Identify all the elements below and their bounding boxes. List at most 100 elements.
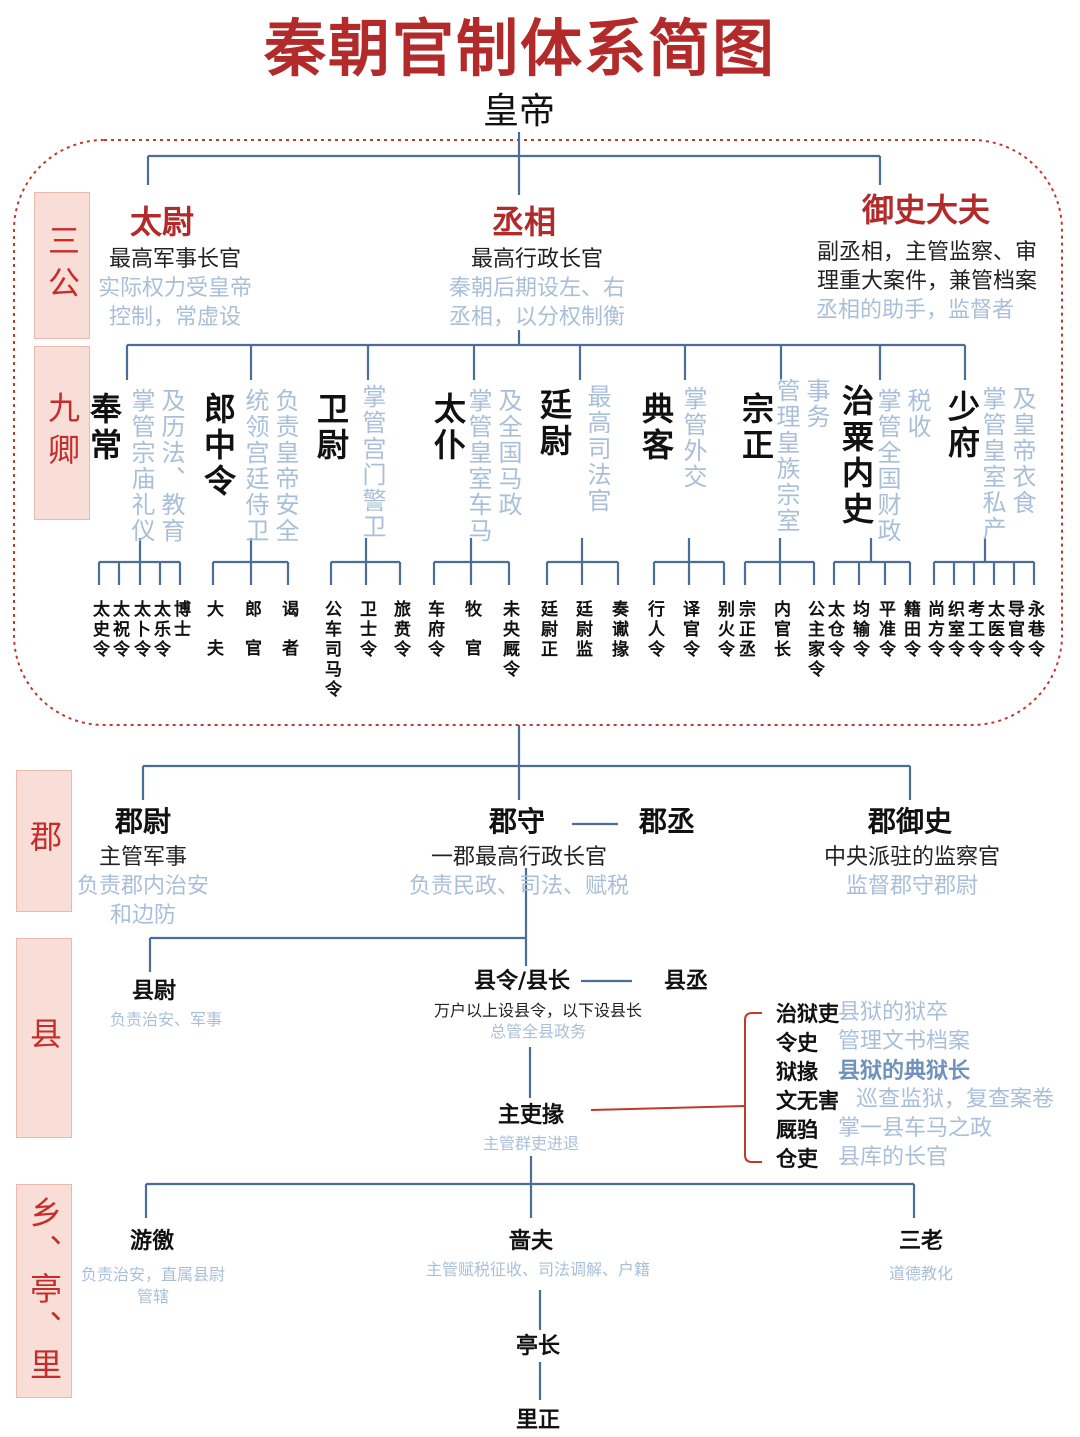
sefu-note: 主管赋税征收、司法调解、户籍 [425, 1260, 651, 1279]
qing-shaofu-note-2: 及皇帝衣食 [1008, 386, 1036, 516]
county-official-note: 掌一县车马之政 [838, 1116, 993, 1141]
central-government-border [13, 139, 1063, 726]
junwei-note-1: 负责郡内治安 [76, 874, 210, 899]
zhuliyuan-title: 主吏掾 [497, 1102, 565, 1128]
yushidafu-role-1: 副丞相，主管监察、审 [816, 240, 1038, 265]
sub-official: 郎官 [241, 600, 261, 678]
xianling-title: 县令/县长 [473, 968, 571, 994]
sub-official: 考工令 [964, 600, 984, 660]
junyushi-note: 监督郡守郡尉 [845, 874, 979, 899]
tier-label-jun: 郡 [16, 770, 72, 912]
zhuliyuan-note: 主管群吏进退 [482, 1134, 580, 1153]
chengxiang-note-2: 丞相，以分权制衡 [448, 305, 626, 330]
qing-zongzheng-note-2: 事务 [802, 378, 830, 430]
qing-taipu-note-1: 掌管皇室车马 [464, 388, 492, 544]
junwei-note-2: 和边防 [109, 903, 177, 928]
county-official-name: 文无害 [776, 1088, 839, 1113]
sub-official: 宗正丞 [735, 600, 755, 660]
qing-zongzheng: 宗正 [737, 392, 775, 464]
sub-official: 博士 [170, 600, 190, 640]
qing-fengchang-note-2: 及历法、教育 [157, 388, 185, 544]
tier-label-jiuqing: 九卿 [34, 346, 90, 520]
qing-fengchang: 奉常 [85, 392, 123, 464]
sefu-title: 啬夫 [508, 1228, 554, 1254]
sub-official: 奏谳掾 [608, 600, 628, 660]
sub-official: 旅贲令 [390, 600, 410, 660]
sub-official: 尚方令 [924, 600, 944, 660]
yushidafu-role-2: 理重大案件，兼管档案 [816, 269, 1038, 294]
sanlao-note: 道德教化 [888, 1264, 954, 1283]
yushidafu-title: 御史大夫 [861, 191, 991, 229]
sub-official: 太卜令 [130, 600, 150, 660]
sub-official: 车府令 [424, 600, 444, 660]
qing-dianke-note: 掌管外交 [679, 386, 707, 490]
juncheng-title: 郡丞 [638, 805, 696, 838]
qing-shaofu: 少府 [943, 390, 981, 462]
taiwei-note-1: 实际权力受皇帝 [97, 276, 253, 301]
sub-official: 永巷令 [1024, 600, 1044, 660]
county-official-name: 狱掾 [776, 1059, 818, 1084]
junyushi-title: 郡御史 [867, 805, 953, 838]
chengxiang-note-1: 秦朝后期设左、右 [448, 276, 626, 301]
sub-official: 译官令 [679, 600, 699, 660]
taiwei-title: 太尉 [129, 203, 195, 241]
sub-official: 大夫 [203, 600, 223, 678]
xianwei-title: 县尉 [131, 978, 177, 1004]
sub-official: 内官长 [770, 600, 790, 660]
qing-zhisuneishi-note-2: 税收 [903, 388, 931, 440]
sub-official: 太祝令 [109, 600, 129, 660]
sub-official: 公主家令 [804, 600, 824, 680]
qing-langzhongling-note-1: 统领宫廷侍卫 [241, 388, 269, 544]
county-official-note: 巡查监狱，复查案卷 [856, 1087, 1055, 1112]
qing-taipu: 太仆 [429, 392, 467, 464]
county-official-name: 仓吏 [776, 1146, 818, 1171]
county-official-note: 县狱的典狱长 [838, 1058, 971, 1084]
junshou-note: 负责民政、司法、赋税 [408, 874, 630, 899]
qing-taipu-note-2: 及全国马政 [494, 388, 522, 518]
xianling-desc: 万户以上设县令，以下设县长 [433, 1001, 643, 1020]
sub-official: 公车司马令 [321, 600, 341, 700]
lizheng-title: 里正 [515, 1407, 561, 1433]
sub-official: 卫士令 [356, 600, 376, 660]
chengxiang-title: 丞相 [491, 203, 557, 241]
sub-official: 太医令 [984, 600, 1004, 660]
youjiao-note: 负责治安，直属县尉管辖 [80, 1265, 225, 1306]
taiwei-note-2: 控制，常虚设 [108, 305, 242, 330]
county-official-name: 令史 [776, 1030, 818, 1055]
qing-tingwei-note: 最高司法官 [583, 384, 611, 514]
xianling-note: 总管全县政务 [489, 1022, 587, 1041]
sub-official: 平准令 [875, 600, 895, 660]
tingzhang-title: 亭长 [515, 1333, 561, 1359]
sub-official: 廷尉监 [572, 600, 592, 660]
qing-weiwei: 卫尉 [312, 392, 350, 464]
qing-fengchang-note-1: 掌管宗庙礼仪 [127, 388, 155, 544]
qing-weiwei-note: 掌管宫门警卫 [358, 384, 386, 540]
county-official-note: 县狱的狱卒 [838, 1000, 949, 1025]
sub-official: 廷尉正 [537, 600, 557, 660]
xiancheng-title: 县丞 [663, 968, 709, 994]
sub-official: 牧官 [461, 600, 481, 678]
sub-official: 太仓令 [824, 600, 844, 660]
chengxiang-role: 最高行政长官 [470, 247, 604, 272]
junyushi-role: 中央派驻的监察官 [823, 845, 1001, 870]
sanlao-title: 三老 [898, 1228, 944, 1254]
junshou-role: 一郡最高行政长官 [430, 845, 608, 870]
youjiao-title: 游徼 [129, 1228, 175, 1254]
qing-langzhongling-note-2: 负责皇帝安全 [271, 388, 299, 544]
qing-zongzheng-note-1: 管理皇族宗室 [772, 378, 800, 534]
qing-tingwei: 廷尉 [535, 388, 573, 460]
yushidafu-note: 丞相的助手，监督者 [815, 298, 1015, 323]
xianwei-note: 负责治安、军事 [109, 1010, 223, 1029]
junwei-role: 主管军事 [98, 845, 188, 870]
qing-zhisuneishi: 治粟内史 [837, 384, 875, 528]
county-official-note: 县库的长官 [838, 1145, 949, 1170]
sub-official: 太乐令 [150, 600, 170, 660]
tier-label-xiang: 乡、亭、里 [16, 1184, 72, 1398]
county-official-name: 治狱吏 [776, 1001, 839, 1026]
sub-official: 未央厩令 [499, 600, 519, 680]
sub-official: 导官令 [1004, 600, 1024, 660]
sub-official: 太史令 [89, 600, 109, 660]
taiwei-role: 最高军事长官 [108, 247, 242, 272]
